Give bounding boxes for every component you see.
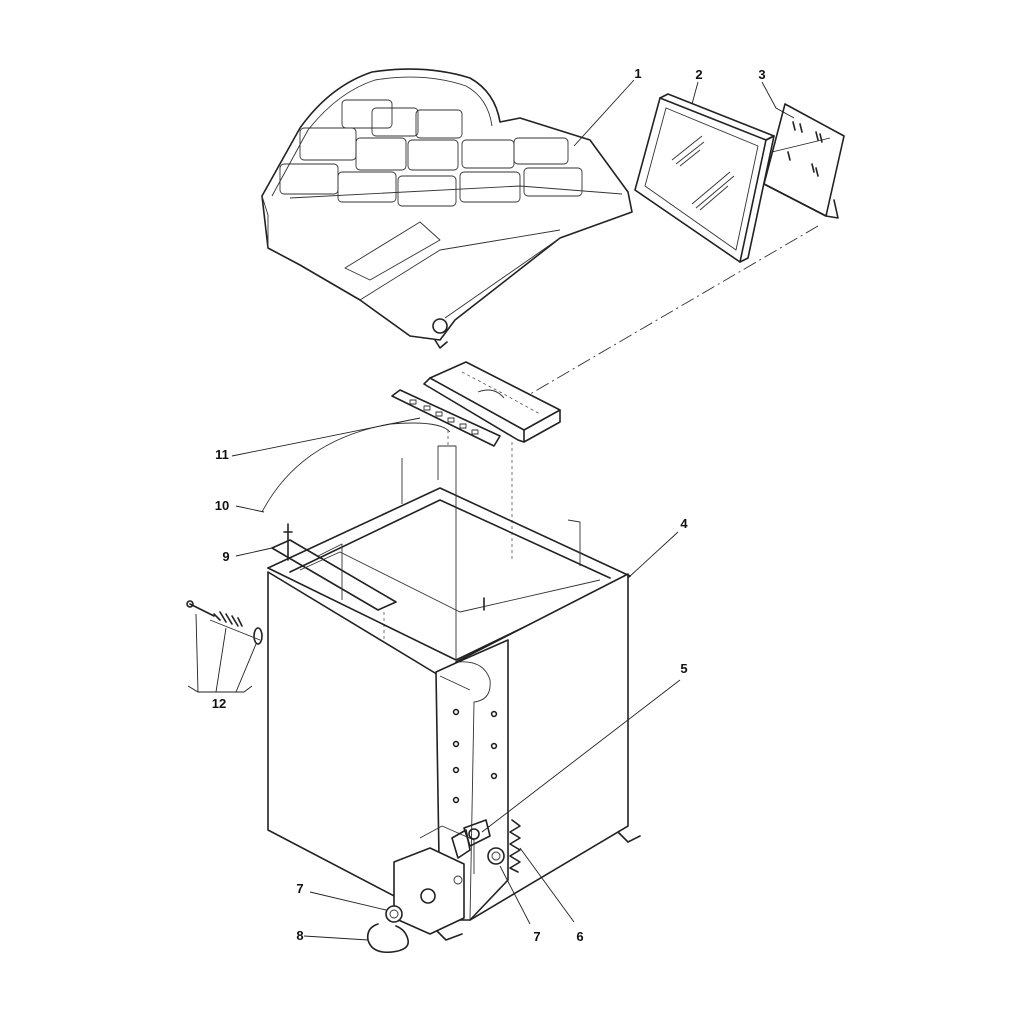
callout-3: 3 — [758, 67, 766, 82]
alignment-line — [519, 225, 819, 401]
callout-10: 10 — [214, 498, 230, 513]
callout-12: 12 — [211, 696, 227, 711]
part-7-knob-right — [487, 847, 505, 865]
part-3-bracket — [763, 103, 845, 219]
callout-4: 4 — [680, 516, 688, 531]
part-5-valve — [463, 819, 491, 847]
callout-7-right: 7 — [533, 929, 541, 944]
callout-6: 6 — [576, 929, 584, 944]
part-11-control-panel — [391, 361, 561, 447]
part-1-top-tray — [261, 68, 633, 349]
callout-9: 9 — [222, 549, 230, 564]
part-2-monitor — [634, 93, 775, 263]
part-8-handle — [366, 923, 409, 954]
part-9-bar — [271, 523, 397, 648]
part-6-spring — [509, 819, 521, 873]
leader-lines — [187, 79, 831, 941]
part-7-knob-left — [385, 905, 403, 923]
part-4-cabinet — [267, 445, 641, 941]
callout-5: 5 — [680, 661, 688, 676]
part-10-cover-sheet — [261, 422, 451, 513]
callout-7-left: 7 — [296, 881, 304, 896]
callout-8: 8 — [296, 928, 304, 943]
part-12-hardware — [186, 600, 263, 645]
callout-2: 2 — [695, 67, 703, 82]
callout-11: 11 — [215, 447, 229, 462]
callout-1: 1 — [634, 66, 642, 81]
